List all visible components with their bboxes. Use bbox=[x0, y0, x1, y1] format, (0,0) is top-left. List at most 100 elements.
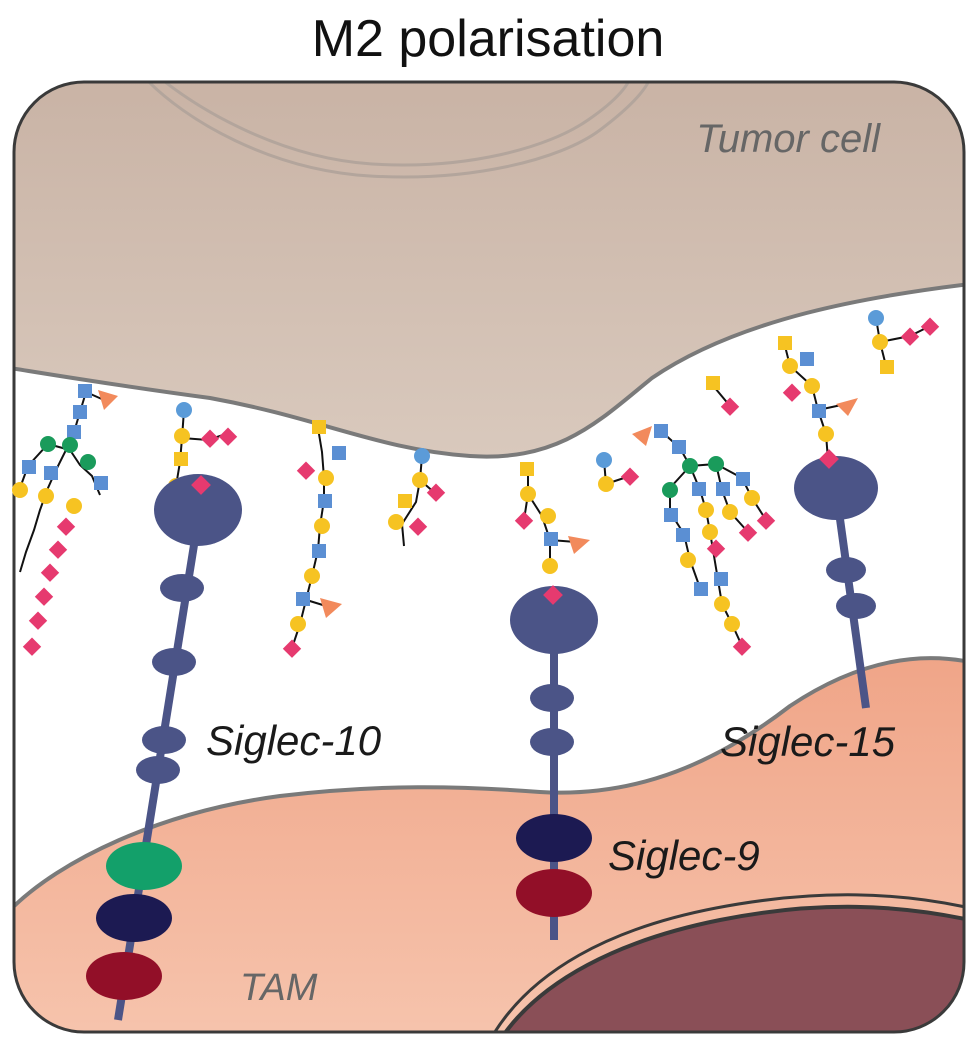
galactose-circle bbox=[818, 426, 834, 442]
galactose-circle bbox=[412, 472, 428, 488]
galactose-circle bbox=[714, 596, 730, 612]
glcnac-square bbox=[694, 582, 708, 596]
galactose-circle bbox=[66, 498, 82, 514]
glcnac-square bbox=[296, 592, 310, 606]
siglec-9-c2-domain bbox=[530, 728, 574, 756]
tam-label: TAM bbox=[240, 967, 318, 1009]
glcnac-square bbox=[78, 384, 92, 398]
fucose-triangle bbox=[836, 398, 858, 416]
siglec-10-v-domain bbox=[154, 474, 242, 546]
sialic-acid-diamond bbox=[756, 511, 776, 530]
glcnac-square bbox=[312, 544, 326, 558]
galactose-circle bbox=[804, 378, 820, 394]
siglec-10-itim-motif bbox=[86, 952, 162, 1000]
galactose-circle bbox=[290, 616, 306, 632]
glcnac-square bbox=[664, 508, 678, 522]
galactose-circle bbox=[702, 524, 718, 540]
tumor-nucleus bbox=[143, 82, 652, 179]
siglec-10-label: Siglec-10 bbox=[206, 717, 382, 764]
mannose-circle bbox=[80, 454, 96, 470]
tumor-cell-label: Tumor cell bbox=[696, 117, 881, 161]
galactose-circle bbox=[12, 482, 28, 498]
glcnac-square bbox=[44, 466, 58, 480]
galactose-circle bbox=[722, 504, 738, 520]
glucose-circle bbox=[596, 452, 612, 468]
glcnac-square bbox=[73, 405, 87, 419]
diagram-title: M2 polarisation bbox=[311, 10, 665, 68]
siglec-15-v-domain bbox=[794, 456, 878, 520]
tumor-cell bbox=[14, 82, 964, 459]
galactose-circle bbox=[724, 616, 740, 632]
galactose-circle bbox=[318, 470, 334, 486]
galactose-circle bbox=[680, 552, 696, 568]
glucose-circle bbox=[414, 448, 430, 464]
sialic-acid-diamond bbox=[920, 317, 940, 336]
siglec-10-receptor bbox=[86, 474, 242, 1021]
glcnac-square bbox=[812, 404, 826, 418]
sialic-acid-diamond bbox=[218, 427, 238, 446]
glcnac-square bbox=[672, 440, 686, 454]
siglec-9-label: Siglec-9 bbox=[608, 832, 760, 879]
galactose-circle bbox=[540, 508, 556, 524]
siglec-9-c2-domain bbox=[530, 684, 574, 712]
diagram-frame bbox=[12, 80, 966, 1034]
glcnac-square bbox=[800, 352, 814, 366]
mannose-circle bbox=[40, 436, 56, 452]
mannose-circle bbox=[662, 482, 678, 498]
siglec-15-label: Siglec-15 bbox=[720, 718, 896, 765]
sialic-acid-diamond bbox=[732, 637, 752, 656]
glcnac-square bbox=[692, 482, 706, 496]
sialic-acid-diamond bbox=[282, 639, 302, 658]
galactose-circle bbox=[744, 490, 760, 506]
sialic-acid-diamond bbox=[900, 327, 920, 346]
glucose-circle bbox=[176, 402, 192, 418]
siglec-10-itsm-motif bbox=[106, 842, 182, 890]
siglec-10-c2-domain bbox=[160, 574, 204, 602]
sialic-acid-diamond bbox=[514, 511, 534, 530]
glcnac-square bbox=[318, 494, 332, 508]
fucose-triangle bbox=[98, 390, 118, 410]
glcnac-square bbox=[332, 446, 346, 460]
siglec-10-c2-domain bbox=[142, 726, 186, 754]
galactose-circle bbox=[304, 568, 320, 584]
glcnac-square bbox=[94, 476, 108, 490]
mannose-circle bbox=[708, 456, 724, 472]
sialic-acid-diamond bbox=[200, 429, 220, 448]
galactose-circle bbox=[314, 518, 330, 534]
tam-nuclear-envelope bbox=[488, 893, 964, 1032]
galnac-square bbox=[398, 494, 412, 508]
galnac-square bbox=[312, 420, 326, 434]
galnac-square bbox=[174, 452, 188, 466]
glcnac-square bbox=[67, 425, 81, 439]
sialic-acid-diamond bbox=[543, 585, 563, 605]
glcnac-square bbox=[676, 528, 690, 542]
sialic-acid-diamond bbox=[426, 483, 446, 502]
glycans bbox=[12, 310, 940, 658]
tam-nucleus bbox=[496, 904, 964, 1032]
galnac-square bbox=[880, 360, 894, 374]
mannose-circle bbox=[62, 437, 78, 453]
sialic-acid-diamond bbox=[408, 517, 428, 536]
sialic-acid-diamond bbox=[819, 449, 839, 469]
glcnac-square bbox=[716, 482, 730, 496]
siglec-10-c2-domain bbox=[152, 648, 196, 676]
glcnac-square bbox=[714, 572, 728, 586]
siglec-9-itsm-motif bbox=[516, 869, 592, 917]
galactose-circle bbox=[520, 486, 536, 502]
glucose-circle bbox=[868, 310, 884, 326]
galactose-circle bbox=[542, 558, 558, 574]
siglec-15-c2-domain bbox=[836, 593, 876, 619]
galactose-circle bbox=[598, 476, 614, 492]
fucose-triangle bbox=[568, 536, 590, 554]
sialic-acid-diamond bbox=[738, 523, 758, 542]
galactose-circle bbox=[698, 502, 714, 518]
galactose-circle bbox=[782, 358, 798, 374]
fucose-triangle bbox=[320, 598, 342, 618]
fucose-triangle bbox=[632, 426, 652, 446]
cell-scene bbox=[14, 82, 964, 1032]
glcnac-square bbox=[544, 532, 558, 546]
siglec-15-receptor bbox=[794, 449, 878, 709]
siglec-10-c2-domain bbox=[136, 756, 180, 784]
galactose-circle bbox=[872, 334, 888, 350]
tumor-nucleus-inner bbox=[159, 82, 632, 167]
